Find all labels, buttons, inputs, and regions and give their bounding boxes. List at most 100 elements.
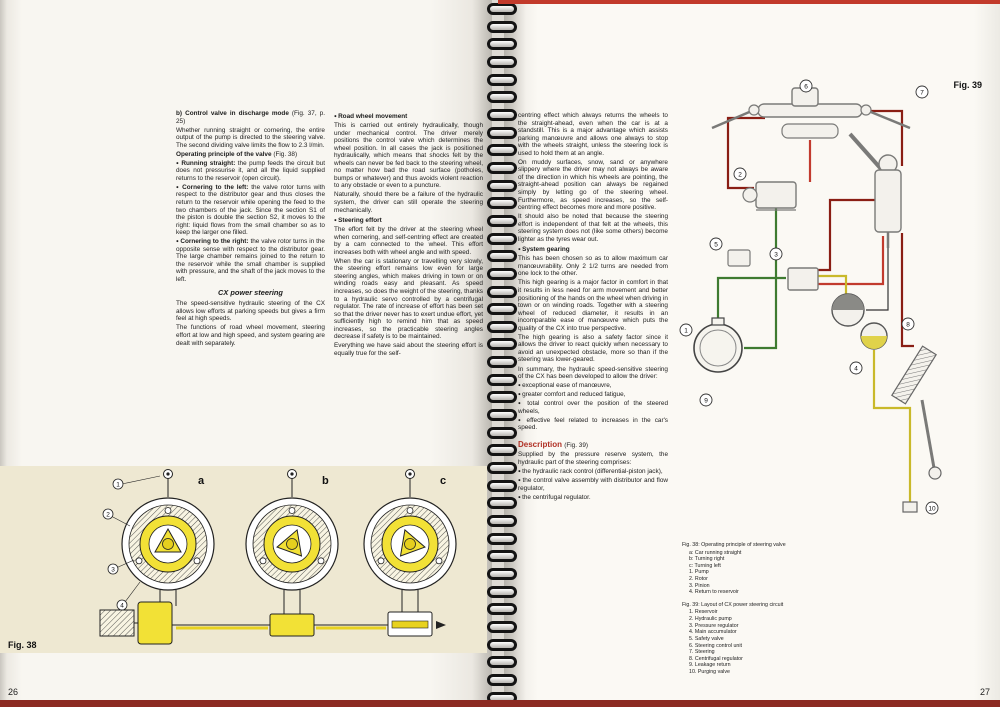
spiral-coil	[487, 603, 517, 616]
right-page: Fig. 39	[504, 0, 1000, 707]
spiral-coil	[487, 497, 517, 510]
paragraph: CX power steering	[218, 287, 283, 297]
spiral-coil	[487, 303, 517, 316]
paragraph: c: Turning left	[689, 562, 721, 569]
diagram-letter-c: c	[440, 475, 446, 487]
diagram-letter-b: b	[322, 475, 329, 487]
steering-rack	[711, 87, 911, 139]
main-accumulator	[831, 293, 888, 350]
valve-diagram-c: c	[363, 469, 457, 591]
page-edge-red-bottom	[0, 700, 1000, 707]
svg-text:1: 1	[684, 328, 688, 335]
safety-valve	[727, 249, 751, 267]
svg-text:10: 10	[928, 506, 936, 513]
svg-text:5: 5	[714, 242, 718, 249]
paragraph: ● total control over the position of the…	[518, 400, 668, 415]
paragraph: ● Road wheel movement	[334, 113, 408, 120]
spiral-coil	[487, 20, 517, 33]
spiral-coil	[487, 426, 517, 439]
paragraph: This high gearing is a major factor in c…	[518, 279, 668, 332]
line-yellow	[818, 274, 848, 294]
line-dark-red	[726, 116, 765, 190]
svg-text:2: 2	[738, 172, 742, 179]
spiral-coil	[487, 73, 517, 86]
fig38-valve-diagrams: a 1 2 3 4	[99, 469, 457, 645]
paragraph: Everything we have said about the steeri…	[334, 342, 483, 357]
spiral-coil	[487, 91, 517, 104]
lower-rack-pinion	[891, 345, 942, 513]
pump-block-b	[269, 613, 315, 637]
valve-diagram-b: b	[245, 469, 339, 591]
spiral-coil	[487, 338, 517, 351]
figure-captions: Fig. 38: Operating principle of steering…	[682, 542, 836, 682]
left-page: b) Control valve in discharge mode (Fig.…	[0, 0, 492, 707]
spiral-coil	[487, 144, 517, 157]
spiral-coil	[487, 108, 517, 121]
spiral-coil	[487, 38, 517, 51]
paragraph: ● the control valve assembly with distri…	[518, 477, 668, 492]
fig38-caption-title: Fig. 38: Operating principle of steering…	[682, 542, 786, 548]
paragraph: Whether running straight or cornering, t…	[176, 126, 325, 149]
paragraph: ● Cornering to the right: the valve roto…	[176, 238, 325, 283]
paragraph: b: Turning right	[689, 556, 725, 563]
spiral-coil	[487, 462, 517, 475]
paragraph: When the car is stationary or travelling…	[334, 257, 483, 341]
hatched-block	[99, 609, 135, 637]
paragraph: 5. Safety valve	[689, 635, 724, 642]
gutter-shadow	[504, 0, 526, 707]
line-green	[716, 276, 786, 323]
flow-arrow	[436, 621, 446, 629]
svg-text:9: 9	[704, 398, 708, 405]
callout-4: 4	[120, 602, 124, 609]
paragraph: The speed-sensitive hydraulic steering o…	[176, 300, 325, 323]
spiral-coil	[487, 638, 517, 651]
paragraph: 2. Hydraulic pump	[689, 616, 732, 623]
spiral-coil	[487, 179, 517, 192]
paragraph: Operating principle of the valve (Fig. 3…	[176, 150, 298, 158]
paragraph: 6. Steering control unit	[689, 642, 742, 649]
spiral-coil	[487, 479, 517, 492]
paragraph: centring effect which always returns the…	[518, 112, 668, 157]
spiral-coil	[487, 197, 517, 210]
paragraph: In summary, the hydraulic speed-sensitiv…	[518, 365, 668, 381]
page-edge-red-top	[498, 0, 1000, 4]
spiral-coil	[487, 656, 517, 669]
page-number-left: 26	[8, 687, 19, 697]
steering-control-unit	[848, 132, 902, 248]
valve-diagram-a: a 1 2 3 4	[102, 469, 215, 611]
reservoir	[693, 317, 743, 373]
paragraph: 2. Rotor	[689, 576, 708, 583]
fig39-callouts: 1 2 3 4 5 6 7 8 9 10	[679, 79, 939, 515]
spiral-coil	[487, 214, 517, 227]
paragraph: ● the centrifugal regulator.	[518, 493, 591, 501]
spiral-coil	[487, 161, 517, 174]
line-black	[866, 248, 889, 311]
spiral-coil	[487, 673, 517, 686]
svg-text:6: 6	[804, 84, 808, 91]
paragraph: a: Car running straight	[689, 549, 742, 556]
paragraph: ● exceptional ease of manœuvre,	[518, 382, 612, 390]
paragraph: This is carried out entirely hydraulical…	[334, 122, 483, 190]
spiral-coil	[487, 285, 517, 298]
callout-1: 1	[116, 481, 120, 488]
fig38-diagram-panel: a 1 2 3 4	[0, 466, 487, 653]
line-dark-red	[900, 233, 914, 348]
line-red	[818, 236, 885, 286]
paragraph: 9. Leakage return	[689, 662, 731, 669]
paragraph: 4. Return to reservoir	[689, 589, 739, 596]
spiral-coil	[487, 444, 517, 457]
paragraph: ● Cornering to the left: the valve rotor…	[176, 183, 325, 237]
spiral-coil	[487, 568, 517, 580]
diagram-letter-a: a	[198, 475, 205, 487]
paragraph: 4. Main accumulator	[689, 629, 737, 636]
spiral-coil	[487, 250, 517, 263]
left-column-1: b) Control valve in discharge mode (Fig.…	[176, 110, 325, 349]
spiral-coil	[487, 391, 517, 404]
pressure-regulator	[787, 267, 819, 291]
svg-text:7: 7	[920, 90, 924, 97]
line-dark-red	[862, 109, 904, 166]
paragraph: The high gearing is also a safety factor…	[518, 333, 668, 364]
